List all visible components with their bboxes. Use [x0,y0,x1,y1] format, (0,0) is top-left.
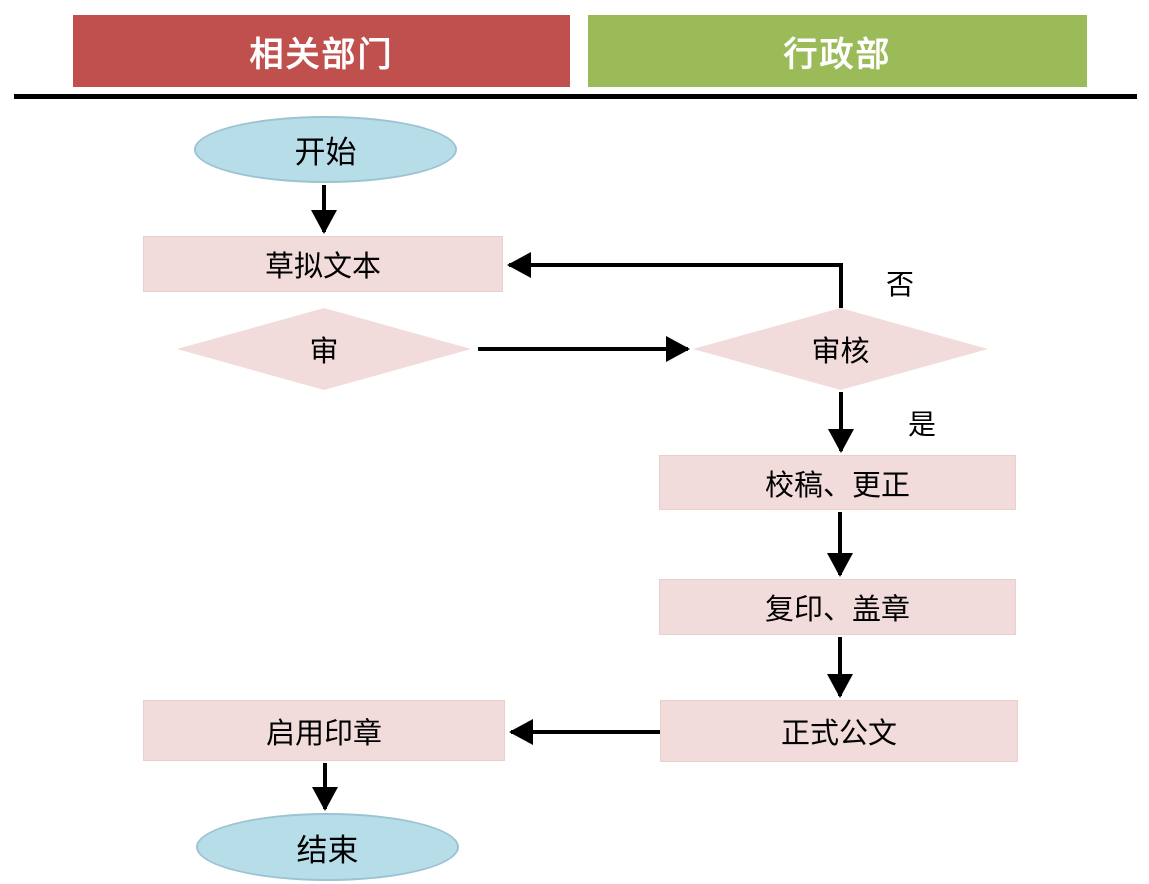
end-terminator: 结束 [196,813,459,881]
decision-audit: 审核 [693,308,988,390]
end-label: 结束 [296,832,359,869]
review-label: 审 [309,334,339,368]
process-copy-stamp: 复印、盖章 [659,579,1016,635]
process-draft-text: 草拟文本 [143,236,503,292]
draft-label: 草拟文本 [264,249,381,283]
header-divider-line [14,94,1137,99]
official-label: 正式公文 [780,716,897,750]
copy-stamp-label: 复印、盖章 [764,592,910,626]
lane-header-left-label: 相关部门 [249,35,394,74]
audit-label: 审核 [811,334,870,368]
use-seal-label: 启用印章 [265,715,382,750]
lane-header-right-label: 行政部 [783,35,892,74]
decision-review: 审 [177,308,471,390]
process-proofread-correct: 校稿、更正 [659,455,1016,510]
lane-header-related-departments: 相关部门 [73,15,570,87]
process-official-document: 正式公文 [660,700,1018,762]
edge-label-yes: 是 [908,408,937,441]
start-label: 开始 [294,135,357,171]
start-terminator: 开始 [194,116,457,183]
edge-label-no: 否 [886,268,915,301]
process-use-seal: 启用印章 [143,700,505,761]
connector-audit-no-to-draft [507,252,843,308]
lane-header-admin-department: 行政部 [588,15,1087,87]
proofread-label: 校稿、更正 [764,467,910,502]
